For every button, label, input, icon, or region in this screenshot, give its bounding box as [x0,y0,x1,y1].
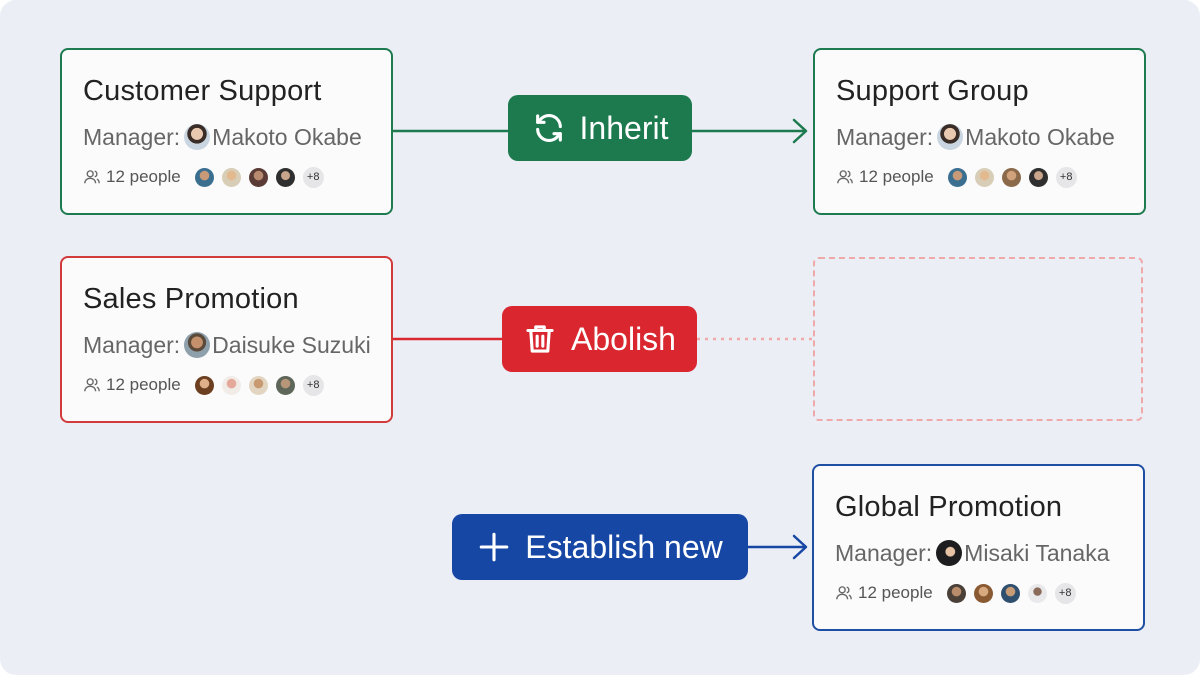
people-count: 12 people [106,167,181,186]
manager-label: Manager: [836,123,934,150]
member-avatar [221,375,241,395]
card-title: Sales Promotion [83,283,299,315]
manager-row: Manager: Misaki Tanaka [835,538,1123,568]
member-avatar [194,167,214,187]
manager-row: Manager: Daisuke Suzuki [83,330,371,360]
card-title: Support Group [836,75,1029,107]
more-members-badge[interactable]: +8 [1055,166,1077,188]
people-row: 12 people +8 [83,372,371,398]
establish-new-button[interactable]: Establish new [452,514,748,580]
manager-avatar [184,332,211,358]
manager-label: Manager: [83,123,181,150]
member-avatar [221,167,241,187]
inherit-button[interactable]: Inherit [508,95,692,161]
people-icon [84,170,100,184]
member-avatar [973,583,993,603]
people-row: 12 people +8 [836,164,1124,190]
member-avatar [248,375,268,395]
people-icon [836,586,852,600]
member-avatar [974,167,994,187]
more-members-badge[interactable]: +8 [302,374,324,396]
people-icon [84,378,100,392]
abolished-placeholder [813,257,1143,421]
inherit-label: Inherit [579,109,669,146]
people-count: 12 people [859,167,934,186]
more-members-badge[interactable]: +8 [1054,582,1076,604]
abolish-label: Abolish [571,320,676,357]
card-support-group[interactable]: Support Group Manager: Makoto Okabe 12 p… [813,48,1146,215]
member-avatar [946,583,966,603]
card-sales-promotion[interactable]: Sales Promotion Manager: Daisuke Suzuki … [60,256,393,423]
people-count: 12 people [858,583,933,602]
manager-avatar [937,124,964,150]
people-count: 12 people [106,375,181,394]
manager-label: Manager: [835,539,933,566]
people-icon [837,170,853,184]
trash-icon [526,325,554,353]
member-avatar [248,167,268,187]
card-title: Customer Support [83,75,322,107]
member-avatar [275,167,295,187]
establish-label: Establish new [525,528,723,565]
card-global-promotion[interactable]: Global Promotion Manager: Misaki Tanaka … [812,464,1145,631]
member-avatar [947,167,967,187]
member-avatar [194,375,214,395]
abolish-button[interactable]: Abolish [502,306,697,372]
manager-name: Misaki Tanaka [964,539,1110,566]
people-row: 12 people +8 [835,580,1123,606]
manager-row: Manager: Makoto Okabe [836,122,1124,152]
manager-avatar [184,124,211,150]
member-avatar [1001,167,1021,187]
establish-arrowhead [792,534,808,560]
people-row: 12 people +8 [83,164,371,190]
member-avatar [1000,583,1020,603]
member-avatars: +8 [946,582,1076,604]
manager-avatar [936,540,963,566]
manager-label: Manager: [83,331,181,358]
card-customer-support[interactable]: Customer Support Manager: Makoto Okabe 1… [60,48,393,215]
plus-icon [479,532,509,562]
manager-row: Manager: Makoto Okabe [83,122,371,152]
member-avatar [1027,583,1047,603]
inherit-arrowhead [792,118,808,144]
member-avatars: +8 [947,166,1077,188]
manager-name: Makoto Okabe [212,123,362,150]
more-members-badge[interactable]: +8 [302,166,324,188]
card-title: Global Promotion [835,491,1063,523]
manager-name: Daisuke Suzuki [212,331,371,358]
member-avatar [275,375,295,395]
member-avatar [1028,167,1048,187]
refresh-icon [535,113,562,143]
manager-name: Makoto Okabe [965,123,1115,150]
member-avatars: +8 [194,166,324,188]
member-avatars: +8 [194,374,324,396]
